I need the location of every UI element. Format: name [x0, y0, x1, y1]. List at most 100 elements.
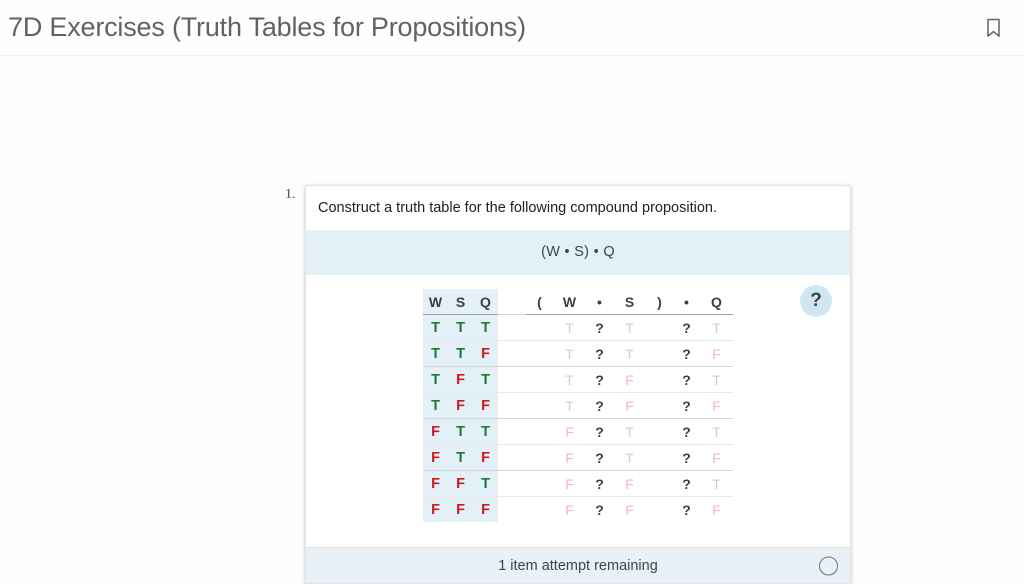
reference-cell: T: [473, 366, 498, 393]
answer-input-cell[interactable]: ?: [586, 392, 613, 419]
card-footer: 1 item attempt remaining: [306, 547, 850, 584]
answer-input-cell[interactable]: ?: [673, 340, 700, 367]
page-header: 7D Exercises (Truth Tables for Propositi…: [0, 0, 1024, 56]
reference-cell: F: [423, 470, 448, 497]
expression-cell: [526, 392, 553, 419]
expression-cell: T: [613, 444, 646, 471]
truth-table-header-row: W S Q ( W • S ) • Q: [423, 289, 733, 316]
reference-cell: F: [448, 392, 473, 419]
truth-table-head: W S Q ( W • S ) • Q: [423, 289, 733, 316]
expression-cell: F: [700, 340, 733, 367]
reference-cell: T: [423, 340, 448, 367]
answer-input-cell[interactable]: ?: [673, 392, 700, 419]
header-expr-dot-2: •: [673, 289, 700, 316]
reference-cell: T: [448, 314, 473, 341]
header-expr-close-paren: ): [646, 289, 673, 316]
header-ref-s: S: [448, 289, 473, 316]
expression-cell: F: [613, 496, 646, 523]
expression-cell: [526, 418, 553, 445]
expression-cell: [646, 496, 673, 523]
reference-cell: F: [423, 444, 448, 471]
expression-cell: F: [553, 496, 586, 523]
expression-cell: [526, 496, 553, 523]
answer-input-cell[interactable]: ?: [586, 366, 613, 393]
expression-cell: T: [553, 392, 586, 419]
row-gap: [498, 496, 526, 523]
bookmark-icon[interactable]: [980, 13, 1006, 43]
answer-input-cell[interactable]: ?: [586, 314, 613, 341]
expression-cell: F: [613, 366, 646, 393]
expression-cell: [646, 418, 673, 445]
expression-cell: [526, 366, 553, 393]
header-expr-q: Q: [700, 289, 733, 316]
answer-input-cell[interactable]: ?: [673, 418, 700, 445]
header-gap: [498, 289, 526, 315]
expression-cell: [526, 314, 553, 341]
row-gap: [498, 366, 526, 393]
header-expr-open-paren: (: [526, 289, 553, 316]
expression-cell: [646, 340, 673, 367]
expression-cell: F: [700, 392, 733, 419]
answer-input-cell[interactable]: ?: [673, 314, 700, 341]
page-title: 7D Exercises (Truth Tables for Propositi…: [8, 12, 526, 42]
answer-input-cell[interactable]: ?: [586, 340, 613, 367]
reference-cell: T: [448, 418, 473, 445]
reference-cell: T: [473, 418, 498, 445]
header-expr-s: S: [613, 289, 646, 316]
proposition-text: (W • S) • Q: [541, 244, 615, 261]
answer-input-cell[interactable]: ?: [673, 496, 700, 523]
expression-cell: F: [700, 444, 733, 471]
expression-cell: F: [553, 470, 586, 497]
reference-cell: F: [448, 366, 473, 393]
answer-input-cell[interactable]: ?: [586, 444, 613, 471]
answer-input-cell[interactable]: ?: [673, 366, 700, 393]
row-gap: [498, 444, 526, 471]
reference-cell: F: [448, 496, 473, 523]
reference-cell: T: [448, 444, 473, 471]
expression-cell: T: [613, 340, 646, 367]
reference-cell: T: [423, 314, 448, 341]
expression-cell: [646, 314, 673, 341]
expression-cell: T: [700, 418, 733, 445]
expression-cell: T: [553, 314, 586, 341]
expression-cell: [526, 444, 553, 471]
help-button[interactable]: ?: [800, 285, 832, 318]
proposition-banner: (W • S) • Q: [306, 230, 850, 276]
row-gap: [498, 418, 526, 445]
attempts-remaining-text: 1 item attempt remaining: [498, 557, 658, 574]
header-expr-w: W: [553, 289, 586, 316]
expression-cell: F: [553, 444, 586, 471]
expression-cell: [526, 340, 553, 367]
exercise-area: 1. Construct a truth table for the follo…: [0, 56, 1024, 584]
expression-cell: T: [553, 366, 586, 393]
expression-cell: T: [553, 340, 586, 367]
reference-cell: F: [473, 340, 498, 367]
expression-cell: T: [700, 366, 733, 393]
expression-cell: [646, 444, 673, 471]
answer-input-cell[interactable]: ?: [673, 470, 700, 497]
expression-cell: T: [613, 418, 646, 445]
expression-cell: [526, 470, 553, 497]
reference-cell: T: [473, 314, 498, 341]
answer-input-cell[interactable]: ?: [586, 496, 613, 523]
row-gap: [498, 314, 526, 341]
reference-cell: F: [473, 496, 498, 523]
circle-outline-icon[interactable]: [819, 556, 838, 576]
expression-cell: F: [613, 470, 646, 497]
reference-cell: F: [473, 444, 498, 471]
header-ref-w: W: [423, 289, 448, 316]
expression-cell: [646, 470, 673, 497]
reference-cell: T: [423, 392, 448, 419]
answer-input-cell[interactable]: ?: [586, 418, 613, 445]
answer-input-cell[interactable]: ?: [586, 470, 613, 497]
answer-input-cell[interactable]: ?: [673, 444, 700, 471]
expression-cell: T: [700, 314, 733, 341]
